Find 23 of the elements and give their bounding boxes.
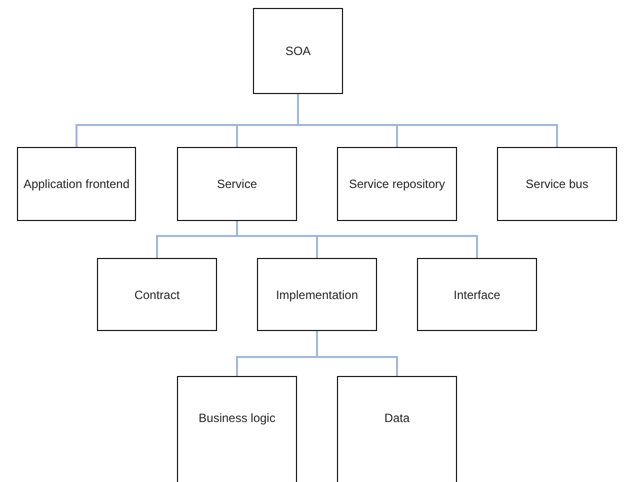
box-label: Service xyxy=(216,176,257,193)
box-label: Service bus xyxy=(526,176,588,193)
box xyxy=(177,147,297,221)
box xyxy=(257,258,377,331)
box-label: Service repository xyxy=(348,176,446,193)
box xyxy=(253,8,343,94)
box-label: Application frontend xyxy=(23,176,130,193)
box-label: Data xyxy=(384,410,410,427)
box xyxy=(17,147,136,221)
box xyxy=(97,258,217,331)
box xyxy=(337,376,457,482)
box-label: Business logic xyxy=(198,410,276,427)
connector-line xyxy=(236,221,478,258)
box-label: Interface xyxy=(454,286,500,304)
box xyxy=(497,147,617,221)
box xyxy=(177,376,297,482)
connector-line xyxy=(316,331,398,376)
box xyxy=(417,258,537,331)
box-label: Contract xyxy=(134,286,180,304)
box xyxy=(337,147,457,221)
box-label: Implementation xyxy=(276,286,358,304)
box-label: SOA xyxy=(285,43,311,60)
connector-line xyxy=(297,94,558,147)
